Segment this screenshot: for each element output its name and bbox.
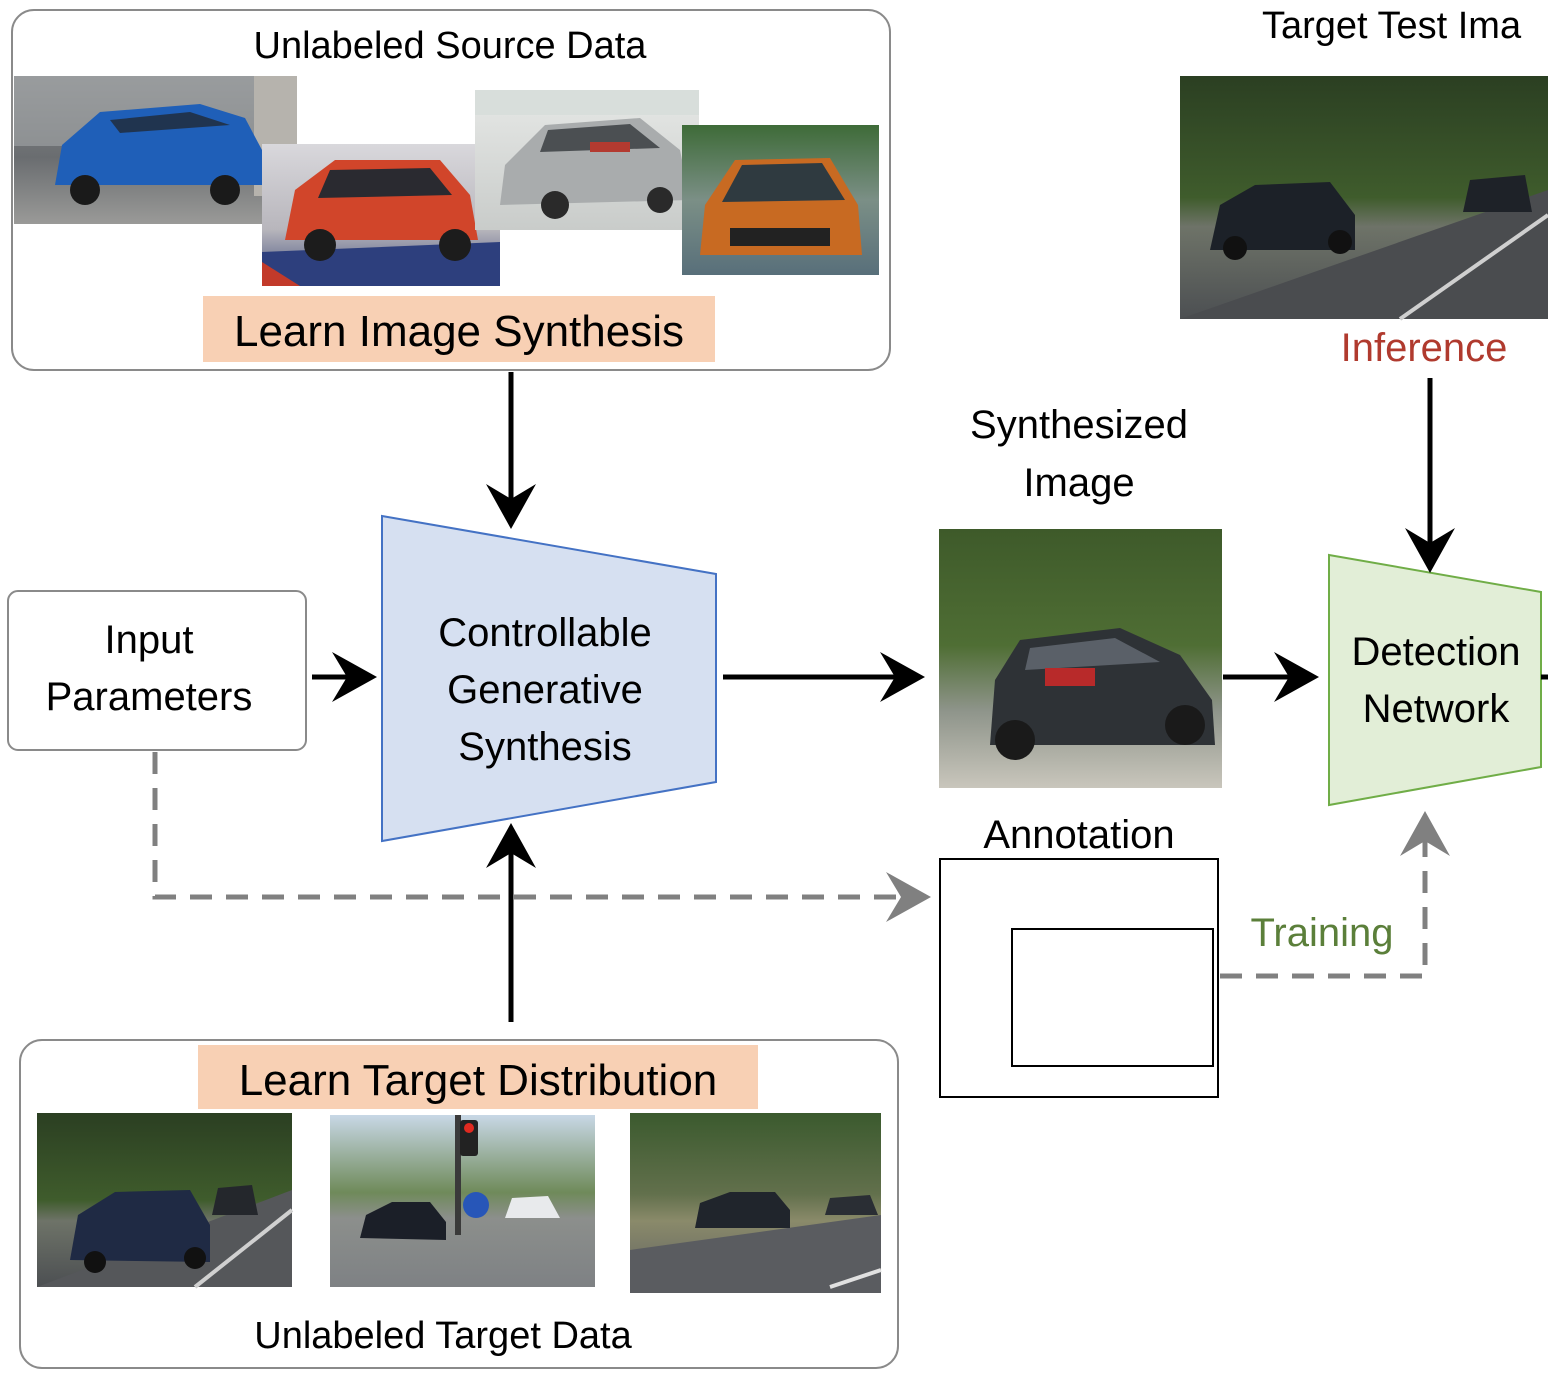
generator-line1: Controllable [438, 611, 651, 655]
inference-label: Inference [1341, 326, 1508, 370]
source-data-title: Unlabeled Source Data [254, 25, 648, 67]
annotation-bounding-box [1011, 928, 1214, 1067]
input-parameters-node: Input Parameters [7, 590, 307, 751]
target-road-photo-3 [630, 1113, 882, 1293]
target-intersection-photo-2 [330, 1115, 595, 1287]
detector-trapezoid [1328, 553, 1542, 807]
input-parameters-line1: Input [105, 618, 194, 662]
target-action-label: Learn Target Distribution [239, 1056, 718, 1105]
orange-coupe-photo [682, 125, 879, 275]
target-test-title: Target Test Ima [1262, 5, 1522, 47]
target-street-photo-1 [37, 1113, 294, 1289]
annotation-frame [939, 858, 1219, 1098]
detector-line1: Detection [1352, 630, 1521, 674]
synthesized-image-node: Synthesized Image [939, 403, 1222, 788]
generator-line3: Synthesis [458, 725, 631, 769]
target-data-panel: Learn Target Distribution Unlabeled Ta [19, 1039, 899, 1369]
annotation-label: Annotation [983, 813, 1174, 857]
silver-sedan-photo [475, 90, 699, 230]
detector-line2: Network [1363, 687, 1511, 731]
generator-node: Controllable Generative Synthesis [381, 514, 717, 843]
target-test-node: Target Test Ima [1180, 5, 1548, 321]
target-action-highlight [198, 1045, 758, 1109]
training-label: Training [1250, 911, 1393, 955]
source-data-panel: Unlabeled Source Data [11, 9, 891, 371]
synthesized-image-photo [939, 529, 1222, 788]
source-action-label: Learn Image Synthesis [234, 307, 684, 356]
detector-node: Detection Network [1328, 553, 1542, 807]
source-action-highlight [203, 296, 715, 362]
annotation-node: Annotation [939, 813, 1219, 1098]
input-parameters-box [7, 590, 307, 751]
generator-trapezoid [381, 514, 717, 843]
synth-title-line2: Image [1023, 461, 1134, 505]
blue-suv-photo [14, 76, 297, 224]
generator-line2: Generative [447, 668, 643, 712]
input-parameters-line2: Parameters [46, 675, 253, 719]
target-data-title: Unlabeled Target Data [254, 1315, 632, 1357]
target-test-photo [1180, 76, 1548, 321]
synth-title-line1: Synthesized [970, 403, 1188, 447]
red-hatchback-photo [262, 144, 500, 286]
dashed-input-to-annotation [152, 752, 931, 922]
